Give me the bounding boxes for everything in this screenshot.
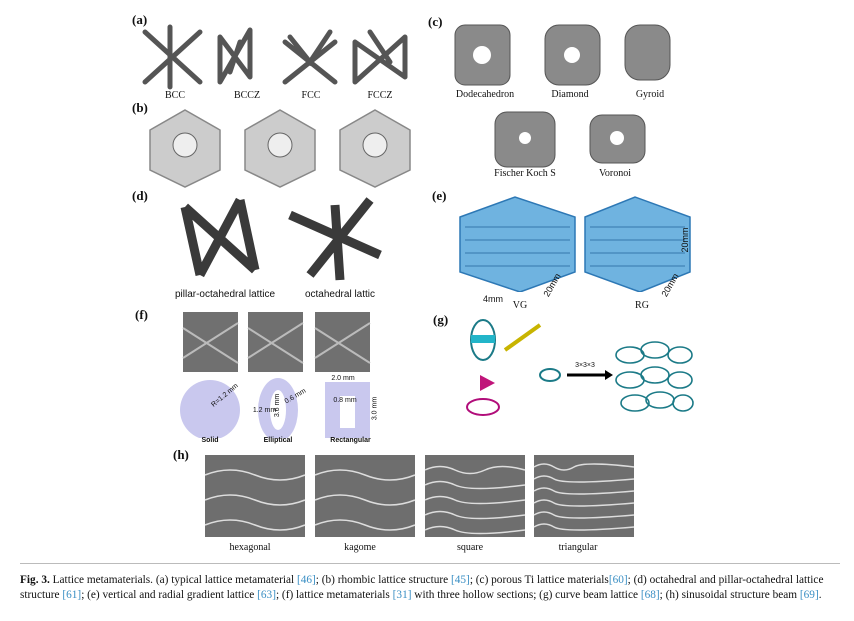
label-vg: VG	[512, 300, 528, 311]
panel-g-curve-beam-lattice	[466, 319, 694, 416]
label-rg: RG	[635, 300, 649, 311]
citation-link[interactable]: [60]	[608, 574, 628, 586]
panel-e-label: (e)	[432, 188, 447, 203]
label-gyroid: Gyroid	[635, 89, 665, 100]
dim-rect-hole: 0.8 mm	[333, 397, 357, 404]
figure-caption: Fig. 3. Lattice metamaterials. (a) typic…	[20, 573, 840, 603]
panel-a-label: (a)	[132, 12, 148, 27]
caption-divider	[20, 563, 840, 564]
dim-ellip-major: 3.6 mm	[274, 393, 281, 418]
label-kagome: kagome	[344, 542, 376, 553]
dim-rg-height: 20mm	[680, 227, 690, 253]
label-fccz: FCCZ	[367, 90, 393, 101]
panel-c-label: (c)	[428, 14, 443, 29]
label-elliptical: Elliptical	[263, 437, 293, 444]
label-bccz: BCCZ	[233, 90, 261, 101]
panel-h-sinusoidal-beams	[204, 455, 635, 537]
citation-link[interactable]: [68]	[640, 589, 660, 601]
citation-link[interactable]: [63]	[257, 589, 276, 601]
panel-b-label: (b)	[132, 100, 148, 115]
panel-d-label: (d)	[132, 188, 148, 203]
label-voronoi: Voronoi	[598, 168, 632, 179]
label-hexagonal: hexagonal	[229, 542, 271, 553]
panel-e-gradient-lattices	[459, 196, 691, 292]
panel-d-octahedral-lattices	[180, 197, 382, 281]
dim-rect-height: 3.0 mm	[371, 396, 379, 421]
panel-f-label: (f)	[135, 307, 148, 322]
dim-ellip-minor: 1.2 mm	[252, 407, 277, 414]
caption-text: ; (d) octahedral and pillar-octahedral l…	[20, 574, 824, 601]
caption-text: ; (b) rhombic lattice structure	[315, 574, 451, 586]
label-rectangular: Rectangular	[330, 437, 371, 444]
panel-h-label: (h)	[173, 447, 189, 462]
dim-vg-4mm: 4mm	[483, 294, 503, 304]
panel-a-bcc-lattices	[142, 24, 408, 90]
citation-link[interactable]: [31]	[392, 589, 412, 601]
panel-c-porous-ti-lattices	[454, 24, 671, 168]
citation-link[interactable]: [61]	[62, 589, 82, 601]
label-square: square	[456, 542, 484, 553]
citation-link[interactable]: [45]	[451, 574, 470, 586]
label-dodecahedron: Dodecahedron	[455, 89, 515, 100]
label-pillar-octahedral: pillar-octahedral lattice	[174, 289, 276, 300]
caption-text: with three hollow sections; (g) curve be…	[411, 589, 641, 601]
label-diamond: Diamond	[551, 89, 589, 100]
caption-text: ; (f) lattice metamaterials	[275, 589, 393, 601]
panel-g-label: (g)	[433, 312, 449, 327]
arrow-label-3x3x3: 3×3×3	[575, 362, 595, 369]
caption-text: ; (e) vertical and radial gradient latti…	[81, 589, 258, 601]
label-fischer-koch-s: Fischer Koch S	[494, 168, 556, 179]
caption-text: .	[818, 589, 822, 601]
label-bcc: BCC	[164, 90, 185, 101]
citation-link[interactable]: [69]	[799, 589, 819, 601]
label-octahedral: octahedral lattic	[304, 289, 376, 300]
panel-b-rhombic-lattices	[149, 109, 411, 188]
label-fcc: FCC	[301, 90, 321, 101]
panel-f-hollow-lattices	[180, 312, 371, 438]
label-solid: Solid	[201, 437, 219, 444]
dim-rect-width: 2.0 mm	[331, 375, 355, 382]
label-triangular: triangular	[558, 542, 598, 553]
caption-text: ; (h) sinusoidal structure beam	[659, 589, 800, 601]
caption-text: Lattice metamaterials. (a) typical latti…	[49, 574, 297, 586]
caption-fig-number: Fig. 3.	[20, 574, 50, 586]
caption-text: ; (c) porous Ti lattice materials	[469, 574, 609, 586]
citation-link[interactable]: [46]	[296, 574, 316, 586]
